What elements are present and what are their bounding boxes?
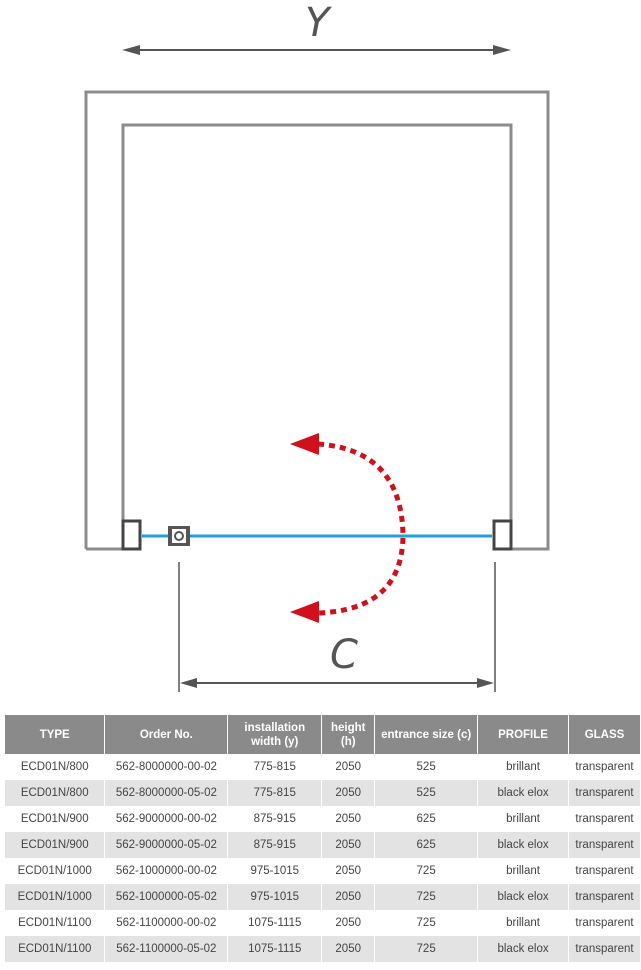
table-cell: 875-915 bbox=[227, 806, 323, 832]
table-cell: ECD01N/1000 bbox=[5, 858, 106, 884]
table-cell: 562-8000000-05-02 bbox=[104, 780, 229, 806]
table-cell: 525 bbox=[374, 780, 479, 806]
inner-wall-frame bbox=[121, 123, 513, 521]
table-cell: 562-9000000-00-02 bbox=[104, 806, 229, 832]
entrance-label: C bbox=[330, 632, 358, 678]
table-cell: ECD01N/1100 bbox=[5, 910, 106, 936]
width-label: Y bbox=[305, 0, 333, 46]
table-cell: 725 bbox=[374, 936, 479, 962]
table-cell: ECD01N/900 bbox=[5, 806, 106, 832]
table-cell: 562-1000000-05-02 bbox=[104, 884, 229, 910]
table-cell: 562-9000000-05-02 bbox=[104, 832, 229, 858]
table-cell: transparent bbox=[568, 858, 641, 884]
table-cell: 625 bbox=[374, 832, 479, 858]
table-cell: 725 bbox=[374, 884, 479, 910]
table-cell: brillant bbox=[477, 910, 569, 936]
table-cell: transparent bbox=[568, 832, 641, 858]
table-cell: 875-915 bbox=[227, 832, 323, 858]
table-cell: transparent bbox=[568, 780, 641, 806]
column-header: PROFILE bbox=[477, 715, 569, 754]
table-cell: 725 bbox=[374, 910, 479, 936]
table-cell: 725 bbox=[374, 858, 479, 884]
column-header: height (h) bbox=[321, 715, 376, 754]
table-cell: ECD01N/800 bbox=[5, 780, 106, 806]
table-cell: 2050 bbox=[321, 754, 376, 780]
table-cell: black elox bbox=[477, 832, 569, 858]
table-cell: transparent bbox=[568, 884, 641, 910]
door-swing-arrow bbox=[290, 433, 406, 623]
table-cell: 562-8000000-00-02 bbox=[104, 754, 229, 780]
column-header: TYPE bbox=[5, 715, 106, 754]
width-dimension-arrow bbox=[122, 45, 511, 55]
outer-wall-frame bbox=[84, 90, 550, 551]
table-cell: 562-1000000-00-02 bbox=[104, 858, 229, 884]
table-cell: transparent bbox=[568, 936, 641, 962]
table-cell: 525 bbox=[374, 754, 479, 780]
table-cell: 1075-1115 bbox=[227, 910, 323, 936]
right-wall-profile bbox=[492, 519, 513, 551]
table-cell: 2050 bbox=[321, 884, 376, 910]
table-cell: 562-1100000-05-02 bbox=[104, 936, 229, 962]
table-cell: 2050 bbox=[321, 832, 376, 858]
left-wall-profile bbox=[121, 519, 142, 551]
table-cell: 775-815 bbox=[227, 780, 323, 806]
column-header: installation width (y) bbox=[227, 715, 323, 754]
table-cell: ECD01N/1000 bbox=[5, 884, 106, 910]
column-header: GLASS bbox=[568, 715, 641, 754]
table-cell: brillant bbox=[477, 858, 569, 884]
table-cell: 975-1015 bbox=[227, 858, 323, 884]
table-cell: 562-1100000-00-02 bbox=[104, 910, 229, 936]
table-cell: 775-815 bbox=[227, 754, 323, 780]
table-cell: brillant bbox=[477, 806, 569, 832]
table-cell: 2050 bbox=[321, 858, 376, 884]
entrance-dimension-arrow bbox=[178, 562, 496, 692]
table-cell: black elox bbox=[477, 780, 569, 806]
table-cell: ECD01N/900 bbox=[5, 832, 106, 858]
table-cell: black elox bbox=[477, 936, 569, 962]
table-cell: 2050 bbox=[321, 780, 376, 806]
hinge-icon bbox=[168, 526, 190, 546]
table-cell: 2050 bbox=[321, 806, 376, 832]
table-cell: transparent bbox=[568, 910, 641, 936]
table-cell: 1075-1115 bbox=[227, 936, 323, 962]
table-cell: ECD01N/800 bbox=[5, 754, 106, 780]
table-cell: transparent bbox=[568, 806, 641, 832]
column-header: Order No. bbox=[104, 715, 229, 754]
column-header: entrance size (c) bbox=[374, 715, 479, 754]
table-cell: 625 bbox=[374, 806, 479, 832]
shower-door-diagram: Y C bbox=[84, 0, 550, 692]
table-cell: 975-1015 bbox=[227, 884, 323, 910]
table-cell: 2050 bbox=[321, 910, 376, 936]
table-cell: black elox bbox=[477, 884, 569, 910]
table-cell: brillant bbox=[477, 754, 569, 780]
table-cell: transparent bbox=[568, 754, 641, 780]
table-cell: 2050 bbox=[321, 936, 376, 962]
table-cell: ECD01N/1100 bbox=[5, 936, 106, 962]
